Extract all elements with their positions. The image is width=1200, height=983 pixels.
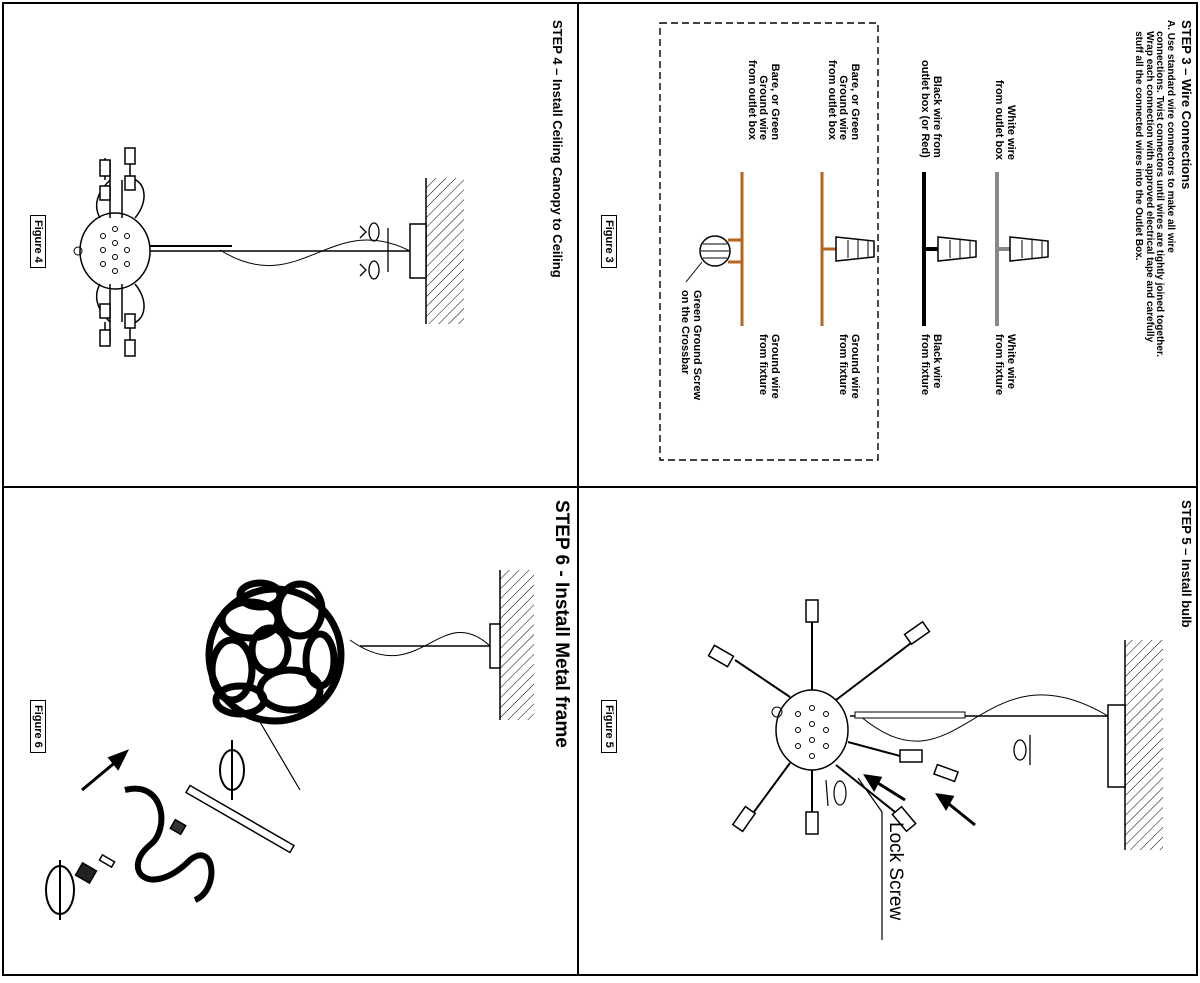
step3-instruction: A. Use standard wire connectors to make … xyxy=(1133,20,1177,358)
label-green-ground-screw: Green Ground Screw on the Crossbar xyxy=(679,290,703,401)
arms-5 xyxy=(734,615,916,821)
ceiling-hatch-6 xyxy=(500,570,534,720)
insert-arrows xyxy=(863,774,976,827)
step3-title: STEP 3 – Wire Connections xyxy=(1179,20,1194,190)
label-white-outlet: White wire from outlet box xyxy=(993,80,1017,161)
ground-wire-connection xyxy=(820,172,875,326)
step5-title: STEP 5 – Install bulb xyxy=(1179,500,1194,628)
label-black-fixture: Black wire from fixture xyxy=(919,334,943,396)
figure-6-drawing xyxy=(45,570,534,920)
rotate-arrow-icon-6 xyxy=(45,740,245,920)
canopy-6 xyxy=(489,623,501,669)
canopy-5 xyxy=(1107,704,1126,788)
lock-screw-leader xyxy=(825,777,883,940)
figure-3-drawing xyxy=(659,22,1049,461)
rotate-arrow-icon xyxy=(359,222,389,280)
canopy xyxy=(409,223,427,279)
label-ground-outlet-1: Bare, or Green Ground wire from outlet b… xyxy=(825,60,861,141)
wiring-dashed-box xyxy=(659,22,879,461)
ground-screw-connection xyxy=(685,172,744,326)
metal-frame-ball xyxy=(205,579,345,725)
figure-4-drawing xyxy=(73,147,464,357)
white-wire-connection xyxy=(995,172,1049,326)
wire-nut-ground xyxy=(835,236,875,262)
sockets-5 xyxy=(707,599,960,835)
bulb-sockets xyxy=(99,147,136,357)
figure-3-label: Figure 3 xyxy=(601,215,617,268)
ribbon-section xyxy=(124,785,215,903)
black-wire-connection xyxy=(922,172,977,326)
wire-nut-black xyxy=(937,236,977,262)
label-ground-outlet-2: Bare, or Green Ground wire from outlet b… xyxy=(745,60,781,141)
direction-arrow xyxy=(81,749,130,792)
label-ground-fixture-2: Ground wire from fixture xyxy=(757,334,781,399)
step6-title: STEP 6 - Install Metal frame xyxy=(551,500,572,748)
figure-5-drawing xyxy=(707,599,1163,940)
label-black-outlet: Black wire from outlet box (or Red) xyxy=(919,60,943,158)
label-ground-fixture-1: Ground wire from fixture xyxy=(837,334,861,399)
figure-5-label: Figure 5 xyxy=(601,700,617,753)
wire-nut-white xyxy=(1009,236,1049,262)
ceiling-hatch-5 xyxy=(1125,640,1163,850)
rotate-arrow-icon-5 xyxy=(1013,735,1031,765)
rod-parts xyxy=(74,784,295,885)
step4-title: STEP 4 – Install Ceiling Canopy to Ceili… xyxy=(550,20,565,278)
figure-4-label: Figure 4 xyxy=(30,215,46,268)
frame-leader xyxy=(259,721,301,791)
figure-6-label: Figure 6 xyxy=(30,700,46,753)
ceiling-hatch xyxy=(426,178,464,324)
lock-screw-callout: Lock Screw xyxy=(885,822,906,921)
label-white-fixture: White wire from fixture xyxy=(993,334,1017,396)
fixture-hub xyxy=(79,212,151,290)
